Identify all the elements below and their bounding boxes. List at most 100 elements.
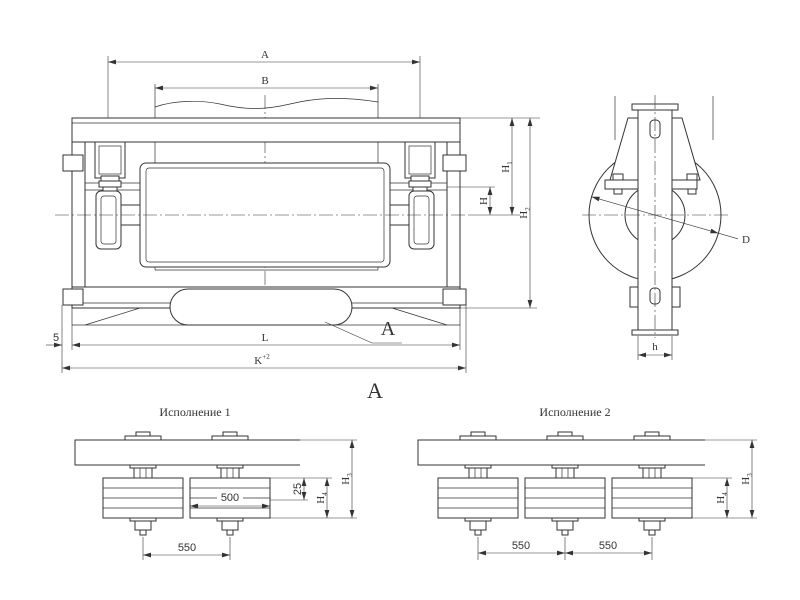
dim-k-superscript: +2 [262, 353, 270, 361]
left-bracket-inner [98, 145, 122, 175]
dim-h4-base: H [315, 496, 327, 504]
bolt-end [226, 529, 234, 536]
top-bolt-head [557, 431, 573, 437]
scraper-assembly [437, 431, 519, 536]
variant-2-dimensions: H4 H3 550 550 [477, 440, 757, 560]
nut [469, 520, 487, 531]
top-bolt-plate [211, 435, 249, 441]
nut [133, 467, 153, 479]
variant-1-title: Исполнение 1 [159, 405, 230, 419]
dim-h-small-label: h [652, 341, 658, 353]
top-bolt-plate [633, 435, 671, 441]
callout-label: A [381, 318, 396, 340]
variant-2-title: Исполнение 2 [539, 405, 610, 419]
left-bolt-nut [98, 180, 122, 188]
dim-d-leader [718, 232, 739, 240]
dim-550-right-label: 550 [599, 540, 617, 552]
nut [468, 467, 488, 479]
nut [555, 467, 575, 479]
bolt-end [474, 529, 482, 536]
dimension-b: B [155, 75, 378, 91]
dim-d-line [591, 196, 719, 234]
scraper-assembly [524, 431, 606, 536]
dim-550-label: 550 [178, 542, 196, 554]
right-bolt-washer [410, 175, 430, 182]
nut [643, 520, 661, 531]
left-bolt-end [102, 186, 118, 192]
dimension-a: A [107, 49, 421, 118]
dim-500-knockout [217, 491, 243, 503]
variant-1-dimensions: 500 25 H4 H3 550 [142, 440, 357, 560]
dim-h2-label: H2 [518, 207, 532, 219]
dim-h3-base: H [740, 477, 752, 485]
left-bearing-bracket [94, 141, 126, 179]
support-brace-left [84, 307, 141, 326]
bracket-gusset-left [609, 117, 639, 181]
right-bearing-unit [389, 141, 436, 250]
dim-k-label: K+2 [254, 353, 270, 367]
right-bearing-bracket [404, 141, 436, 179]
length-dimensions: 5 L K+2 [46, 305, 467, 373]
dim-h4-label: H4 [315, 492, 329, 504]
bolt-end [648, 529, 656, 536]
bolt-end [561, 529, 569, 536]
left-bolt-washer [100, 175, 120, 182]
height-dimensions: H1 H H2 [447, 117, 540, 309]
dim-h4-label: H4 [715, 492, 729, 504]
bolt-end [139, 529, 147, 536]
dim-a-label: A [261, 49, 269, 61]
bottom-clamp-left [629, 286, 639, 308]
frame-bottom [62, 286, 467, 326]
dim-h3-subscript: 3 [746, 473, 754, 477]
right-bearing-housing [408, 190, 435, 250]
belt-break-line [154, 98, 379, 109]
side-view: D h [582, 95, 750, 360]
dim-b-label: B [261, 75, 268, 87]
bottom-clamp-right [671, 286, 681, 308]
scraper-slot [169, 288, 353, 326]
variant-2-belt [417, 439, 705, 466]
right-bolt-end [412, 186, 428, 192]
dim-h-label: H [478, 197, 490, 205]
frame-top-beam [71, 117, 461, 143]
front-view: A B [46, 49, 540, 373]
dim-k-base: K [254, 355, 262, 367]
bracket-gusset-right [671, 117, 701, 181]
dim-h1-subscript: 1 [506, 161, 514, 165]
variant-1: Исполнение 1 [74, 405, 357, 560]
top-bolt-head [222, 431, 238, 437]
dim-500-label: 500 [221, 492, 239, 504]
dim-h3-label: H3 [740, 473, 754, 485]
dim-l-label: L [262, 332, 269, 344]
scraper-assembly [611, 431, 693, 536]
dim-5-label: 5 [53, 332, 59, 344]
dim-h1-label: H1 [500, 161, 514, 173]
dim-h4-subscript: 4 [321, 492, 329, 496]
top-bolt-plate [459, 435, 497, 441]
nut [642, 467, 662, 479]
dim-h2-subscript: 2 [524, 207, 532, 211]
frame [62, 117, 467, 288]
dim-h3-base: H [340, 477, 352, 485]
support-brace-right [391, 307, 448, 326]
top-bolt-plate [124, 435, 162, 441]
variant-1-belt [74, 439, 300, 466]
top-bolt-head [135, 431, 151, 437]
dim-d-label: D [742, 234, 750, 246]
top-bolt-plate [546, 435, 584, 441]
left-bearing-housing [95, 190, 122, 250]
right-bracket-inner [408, 145, 432, 175]
plate-bolt-right-bottom [687, 188, 697, 195]
dimension-d: D [591, 196, 750, 246]
mounting-tab-top-left [62, 154, 84, 172]
section-a-label: A [367, 378, 383, 403]
right-bolt-nut [408, 180, 432, 188]
nut [134, 520, 152, 531]
plate-bolt-right-top [686, 173, 698, 181]
left-housing-inner [100, 195, 117, 245]
plate-bolt-left-bottom [613, 188, 623, 195]
top-bolt-head [470, 431, 486, 437]
nut [556, 520, 574, 531]
dim-h3-label: H3 [340, 473, 354, 485]
